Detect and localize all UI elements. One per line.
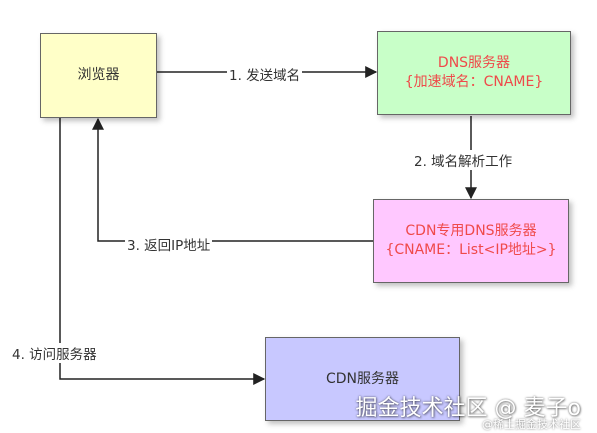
dns-server-subtitle: {加速域名：CNAME} <box>404 74 544 90</box>
edge-label-return-ip: 3. 返回IP地址 <box>125 234 213 254</box>
dns-server-title: DNS服务器 <box>437 55 511 72</box>
edge-label-access-server: 4. 访问服务器 <box>10 343 99 363</box>
dns-server-node: DNS服务器 {加速域名：CNAME} <box>377 31 571 115</box>
cdn-dns-server-subtitle: {CNAME：List<IP地址>} <box>385 242 557 258</box>
cdn-server-node: CDN服务器 <box>265 337 460 421</box>
watermark-sub: @稀土掘金技术社区 <box>482 418 581 431</box>
cdn-dns-server-node: CDN专用DNS服务器 {CNAME：List<IP地址>} <box>373 199 569 283</box>
edge-access-server <box>59 118 266 385</box>
browser-node: 浏览器 <box>40 33 157 118</box>
edge-return-ip <box>92 117 373 242</box>
browser-label: 浏览器 <box>77 67 120 84</box>
cdn-server-label: CDN服务器 <box>325 370 400 387</box>
edge-label-domain-resolution: 2. 域名解析工作 <box>412 150 515 170</box>
edge-label-send-domain: 1. 发送域名 <box>227 64 303 84</box>
watermark-main: 掘金技术社区 @ 麦子o <box>355 396 581 421</box>
cdn-dns-server-title: CDN专用DNS服务器 <box>405 223 537 240</box>
